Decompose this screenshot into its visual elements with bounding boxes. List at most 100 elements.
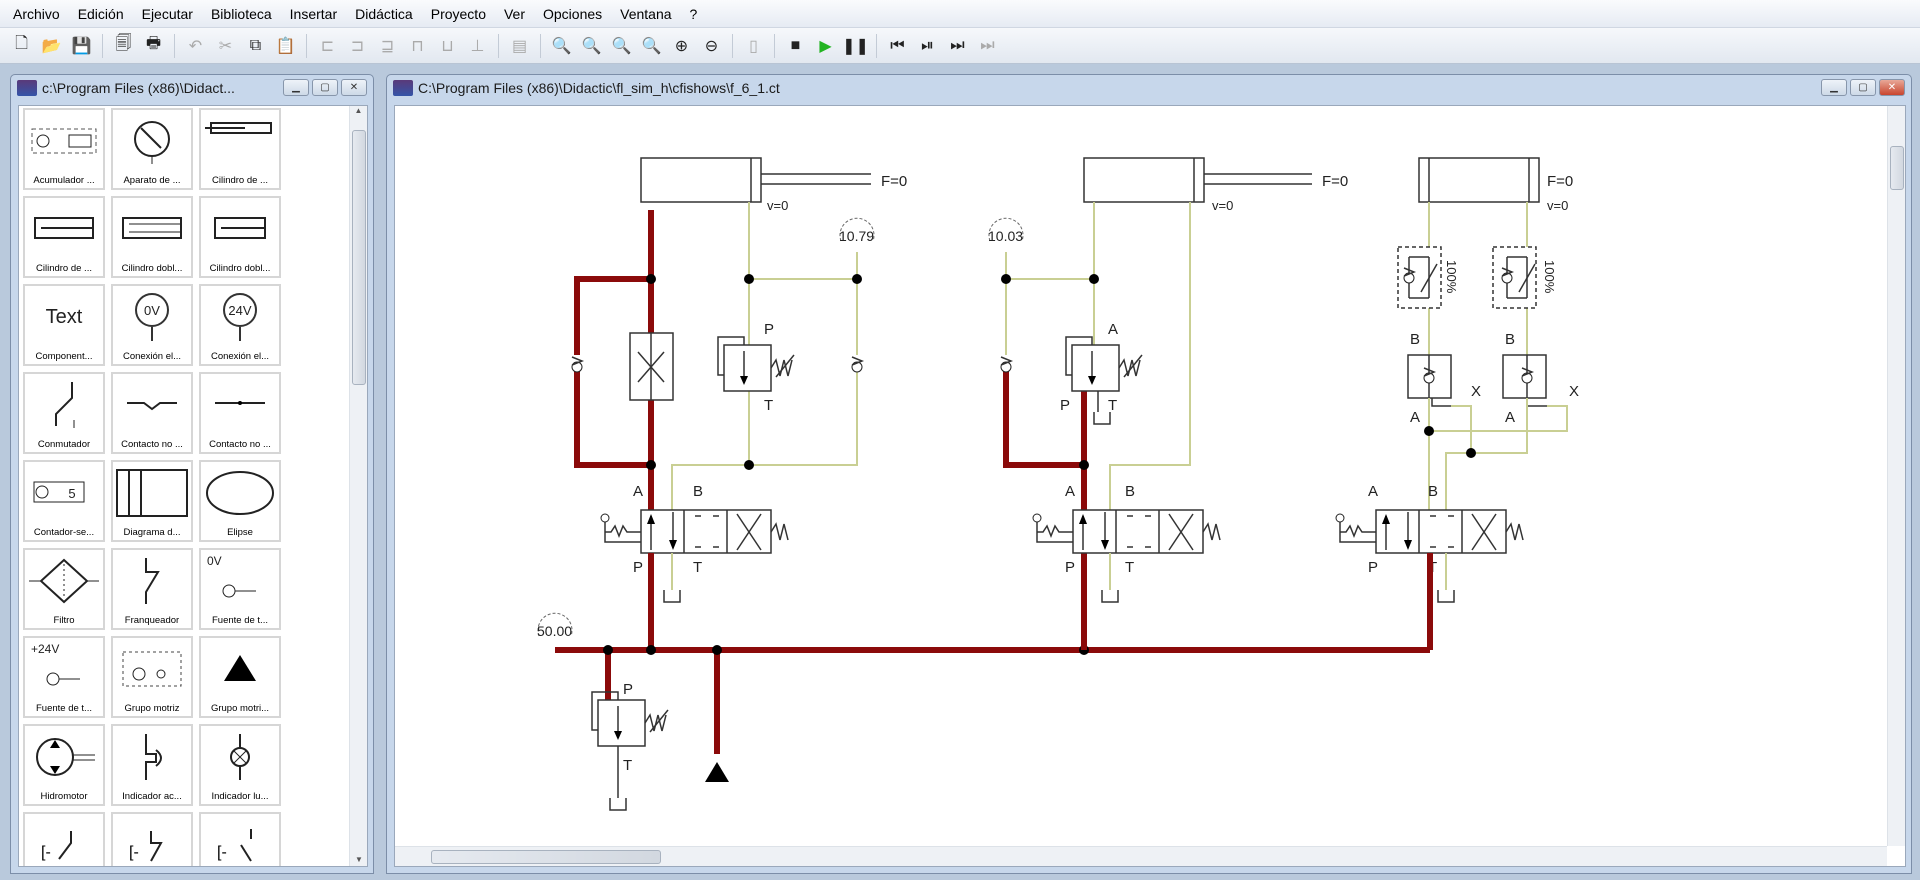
hydraulic-pump-icon: [705, 762, 729, 782]
spring-icon: [1521, 367, 1535, 377]
svg-text:[-: [-: [217, 844, 227, 861]
component-label: Aparato de ...: [123, 175, 181, 186]
directional-valve-1: [640, 509, 772, 554]
menu-ejecutar[interactable]: Ejecutar: [141, 5, 193, 22]
align-bottom-icon[interactable]: ⊥: [470, 37, 485, 55]
library-item[interactable]: Diagrama d...: [111, 460, 193, 542]
lever-knob-icon: [600, 513, 610, 523]
check-icon[interactable]: ▯: [749, 37, 758, 55]
scroll-down-arrow[interactable]: ▼: [355, 855, 363, 864]
zoom-in-icon[interactable]: ⊕: [674, 37, 689, 55]
step-forward-icon[interactable]: ⏭: [950, 36, 965, 54]
menu-archivo[interactable]: Archivo: [13, 5, 60, 22]
library-item[interactable]: [-: [111, 812, 193, 866]
component-icon: 24V: [201, 290, 279, 344]
maximize-button[interactable]: ▢: [1850, 79, 1876, 96]
library-item[interactable]: Grupo motriz: [111, 636, 193, 718]
library-vertical-scrollbar[interactable]: ▲ ▼: [349, 106, 367, 866]
menu-insertar[interactable]: Insertar: [289, 5, 338, 22]
minimize-button[interactable]: ▁: [1821, 79, 1847, 96]
align-right-icon[interactable]: ⊒: [380, 37, 395, 55]
library-item[interactable]: [-: [199, 812, 281, 866]
scrollbar-thumb[interactable]: [431, 850, 661, 864]
library-item[interactable]: Franqueador: [111, 548, 193, 630]
canvas-vertical-scrollbar[interactable]: [1887, 106, 1905, 846]
maximize-button[interactable]: ▢: [312, 79, 338, 96]
copy-icon[interactable]: ⧉: [249, 36, 262, 54]
library-item[interactable]: Hidromotor: [23, 724, 105, 806]
menu-biblioteca[interactable]: Biblioteca: [210, 5, 272, 22]
align-top-icon[interactable]: ⊓: [411, 37, 424, 55]
align-center-icon[interactable]: ⊐: [350, 37, 365, 55]
fast-forward-icon[interactable]: ⏭: [980, 36, 995, 54]
close-button[interactable]: ✕: [341, 79, 367, 96]
pause-icon[interactable]: ❚❚: [842, 37, 869, 55]
percent-label: 100%: [1542, 260, 1557, 294]
print-icon[interactable]: 🖶: [145, 35, 162, 52]
menu-edicin[interactable]: Edición: [77, 5, 124, 22]
page-setup-icon[interactable]: 🗐: [115, 35, 132, 52]
library-item[interactable]: [-: [23, 812, 105, 866]
library-item[interactable]: Filtro: [23, 548, 105, 630]
library-item[interactable]: Contacto no ...: [199, 372, 281, 454]
library-item[interactable]: Grupo motri...: [199, 636, 281, 718]
lever: [1036, 522, 1073, 543]
save-icon[interactable]: 💾: [71, 37, 92, 55]
library-item[interactable]: Cilindro dobl...: [111, 196, 193, 278]
properties-icon[interactable]: ▤: [511, 37, 528, 55]
component-label: Elipse: [227, 527, 253, 538]
minimize-button[interactable]: ▁: [283, 79, 309, 96]
pressure-gauge-value: 50.00: [537, 623, 572, 639]
scroll-up-arrow[interactable]: ▲: [354, 106, 363, 115]
scrollbar-thumb[interactable]: [352, 130, 366, 385]
library-item[interactable]: Conmutador: [23, 372, 105, 454]
zoom-previous-icon[interactable]: 🔍: [641, 37, 662, 55]
undo-icon[interactable]: ↶: [188, 37, 203, 55]
align-left-icon[interactable]: ⊏: [320, 37, 335, 55]
library-item[interactable]: Cilindro dobl...: [199, 196, 281, 278]
zoom-out-icon[interactable]: ⊖: [704, 37, 719, 55]
return-line: [1109, 202, 1191, 510]
menu-[interactable]: ?: [689, 5, 698, 22]
library-item[interactable]: Cilindro de ...: [199, 108, 281, 190]
cut-icon[interactable]: ✂: [218, 37, 233, 55]
zoom-fit-icon[interactable]: 🔍: [551, 37, 572, 55]
library-title-bar[interactable]: c:\Program Files (x86)\Didact... ▁ ▢ ✕: [11, 75, 373, 101]
reset-icon[interactable]: ⏮: [890, 36, 905, 54]
library-item[interactable]: Elipse: [199, 460, 281, 542]
menu-ver[interactable]: Ver: [503, 5, 525, 22]
stop-icon[interactable]: ■: [790, 36, 801, 54]
menu-proyecto[interactable]: Proyecto: [430, 5, 486, 22]
menu-ventana[interactable]: Ventana: [620, 5, 672, 22]
library-item[interactable]: Contacto no ...: [111, 372, 193, 454]
new-file-icon[interactable]: 🗋: [15, 35, 28, 52]
play-icon[interactable]: ▶: [819, 37, 832, 55]
align-middle-icon[interactable]: ⊔: [441, 37, 454, 55]
zoom-page-icon[interactable]: 🔍: [611, 37, 632, 55]
close-button[interactable]: ✕: [1879, 79, 1905, 96]
menu-opciones[interactable]: Opciones: [543, 5, 603, 22]
scrollbar-thumb[interactable]: [1890, 146, 1904, 190]
canvas-horizontal-scrollbar[interactable]: [395, 846, 1887, 866]
library-item[interactable]: Cilindro de ...: [23, 196, 105, 278]
paste-icon[interactable]: 📋: [275, 37, 296, 55]
step-icon[interactable]: ⏯: [921, 36, 934, 54]
library-item[interactable]: Indicador ac...: [111, 724, 193, 806]
library-item[interactable]: Acumulador ...: [23, 108, 105, 190]
menu-didctica[interactable]: Didáctica: [355, 5, 413, 22]
library-item[interactable]: Aparato de ...: [111, 108, 193, 190]
zoom-window-icon[interactable]: 🔍: [581, 37, 602, 55]
library-item[interactable]: Indicador lu...: [199, 724, 281, 806]
component-icon: 0V: [113, 290, 191, 344]
open-icon[interactable]: 📂: [41, 37, 62, 55]
pressure-gauge-value: 10.79: [839, 228, 874, 244]
document-title-bar[interactable]: C:\Program Files (x86)\Didactic\fl_sim_h…: [387, 75, 1911, 101]
